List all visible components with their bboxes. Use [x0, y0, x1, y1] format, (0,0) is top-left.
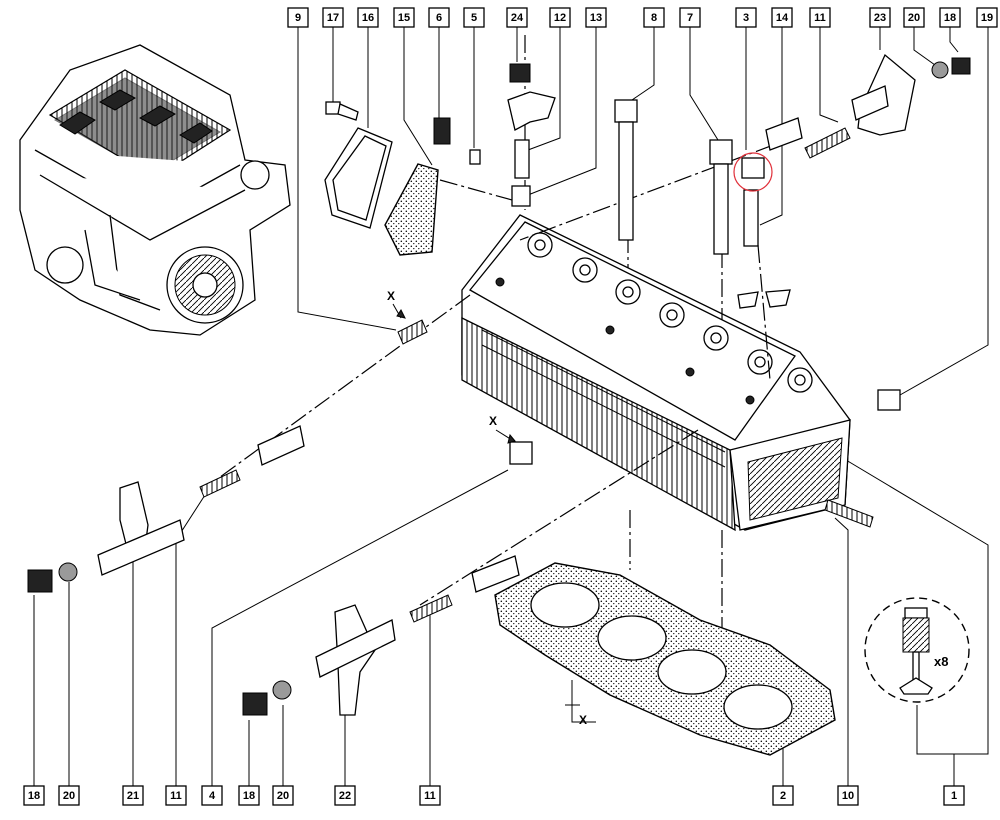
callout-top: 11: [809, 7, 831, 28]
callout-bottom: 21: [122, 785, 144, 806]
svg-text:10: 10: [842, 790, 854, 802]
callout-top: 20: [903, 7, 925, 28]
callout-top: 8: [643, 7, 665, 28]
svg-text:12: 12: [554, 12, 566, 24]
callout-top: 9: [287, 7, 309, 28]
svg-text:9: 9: [295, 12, 301, 24]
callout-bottom: 11: [419, 785, 441, 806]
cover-plate: [324, 127, 393, 229]
callout-top: 5: [463, 7, 485, 28]
callout-top: 13: [585, 7, 607, 28]
svg-text:13: 13: [590, 12, 602, 24]
quantity-label: x8: [934, 654, 948, 669]
callout-top: 16: [357, 7, 379, 28]
callout-bottom: 18: [238, 785, 260, 806]
plate-gasket: [384, 163, 439, 256]
svg-text:1: 1: [951, 790, 957, 802]
svg-text:18: 18: [944, 12, 956, 24]
svg-text:19: 19: [981, 12, 993, 24]
callouts-bottom: 18 20 21 11 4 18 20 22 11 2 10 1: [23, 785, 965, 806]
section-mark: X: [489, 414, 497, 428]
highlight-circle: [733, 152, 773, 192]
svg-text:20: 20: [277, 790, 289, 802]
svg-text:11: 11: [814, 12, 826, 24]
callout-bottom: 2: [772, 785, 794, 806]
svg-text:16: 16: [362, 12, 374, 24]
callout-top: 12: [549, 7, 571, 28]
callout-bottom: 20: [272, 785, 294, 806]
svg-text:20: 20: [63, 790, 75, 802]
callout-top: 18: [939, 7, 961, 28]
svg-text:23: 23: [874, 12, 886, 24]
callout-bottom: 4: [201, 785, 223, 806]
callout-top: 17: [322, 7, 344, 28]
svg-text:11: 11: [170, 790, 182, 802]
callout-bottom: 10: [837, 785, 859, 806]
svg-text:5: 5: [471, 12, 477, 24]
small-parts: [27, 53, 971, 716]
svg-text:11: 11: [424, 790, 436, 802]
callout-top: 14: [771, 7, 793, 28]
svg-text:21: 21: [127, 790, 139, 802]
section-mark: X: [387, 289, 395, 303]
svg-text:18: 18: [28, 790, 40, 802]
callout-top: 23: [869, 7, 891, 28]
svg-text:22: 22: [339, 790, 351, 802]
svg-text:24: 24: [511, 12, 524, 24]
svg-text:17: 17: [327, 12, 339, 24]
callout-bottom: 22: [334, 785, 356, 806]
svg-text:14: 14: [776, 12, 789, 24]
callouts-top: 9 17 16 15 6 5 24 12 13 8 7 3 14 11 23 2…: [287, 7, 998, 28]
svg-text:15: 15: [398, 12, 410, 24]
callout-top: 7: [679, 7, 701, 28]
callout-top: 24: [506, 7, 528, 28]
svg-text:2: 2: [780, 790, 786, 802]
callout-top: 15: [393, 7, 415, 28]
callout-top: 19: [976, 7, 998, 28]
svg-text:7: 7: [687, 12, 693, 24]
leader-lines: [297, 27, 989, 396]
rocker-bosses: [495, 232, 813, 405]
callout-bottom: 20: [58, 785, 80, 806]
head-gasket: [494, 562, 836, 756]
svg-text:6: 6: [436, 12, 442, 24]
callout-bottom: 11: [165, 785, 187, 806]
svg-text:20: 20: [908, 12, 920, 24]
valve-detail: x8: [864, 597, 970, 703]
svg-text:18: 18: [243, 790, 255, 802]
callout-top: 6: [428, 7, 450, 28]
callout-bottom: 18: [23, 785, 45, 806]
section-marks: X X X: [387, 289, 596, 727]
section-mark: X: [579, 713, 587, 727]
svg-text:3: 3: [743, 12, 749, 24]
callout-bottom: 1: [943, 785, 965, 806]
cylinder-head: [461, 214, 851, 532]
engine-thumbnail: [19, 44, 291, 336]
svg-text:4: 4: [209, 790, 216, 802]
svg-text:8: 8: [651, 12, 657, 24]
callout-top: 3: [735, 7, 757, 28]
